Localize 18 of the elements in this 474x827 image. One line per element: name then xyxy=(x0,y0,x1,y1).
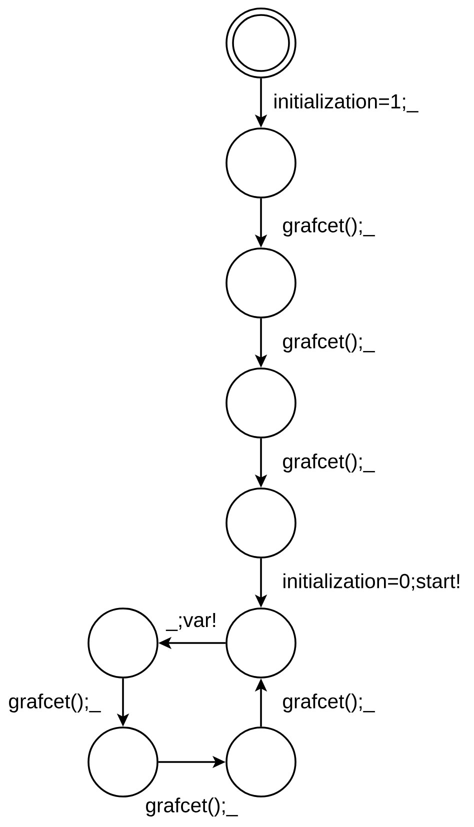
edge-label: _;var! xyxy=(165,612,218,632)
edge-label: grafcet();_ xyxy=(281,332,376,354)
state-circle xyxy=(88,608,158,678)
edge-label: grafcet();_ xyxy=(144,796,239,818)
state-circle xyxy=(226,488,296,558)
edge-label: grafcet();_ xyxy=(281,452,376,474)
edge-label: grafcet();_ xyxy=(7,692,102,714)
double-circle xyxy=(226,8,296,78)
state-circle xyxy=(88,726,158,798)
state-circle xyxy=(226,608,296,678)
state-circle xyxy=(226,368,296,438)
edge-label: initialization=0;start! xyxy=(281,572,462,592)
state-circle xyxy=(226,726,296,798)
edge-label: grafcet();_ xyxy=(281,216,376,238)
state-circle xyxy=(226,128,296,198)
state-circle xyxy=(226,248,296,318)
edge-label: grafcet();_ xyxy=(281,692,376,714)
edge-label: initialization=1;_ xyxy=(272,92,420,114)
